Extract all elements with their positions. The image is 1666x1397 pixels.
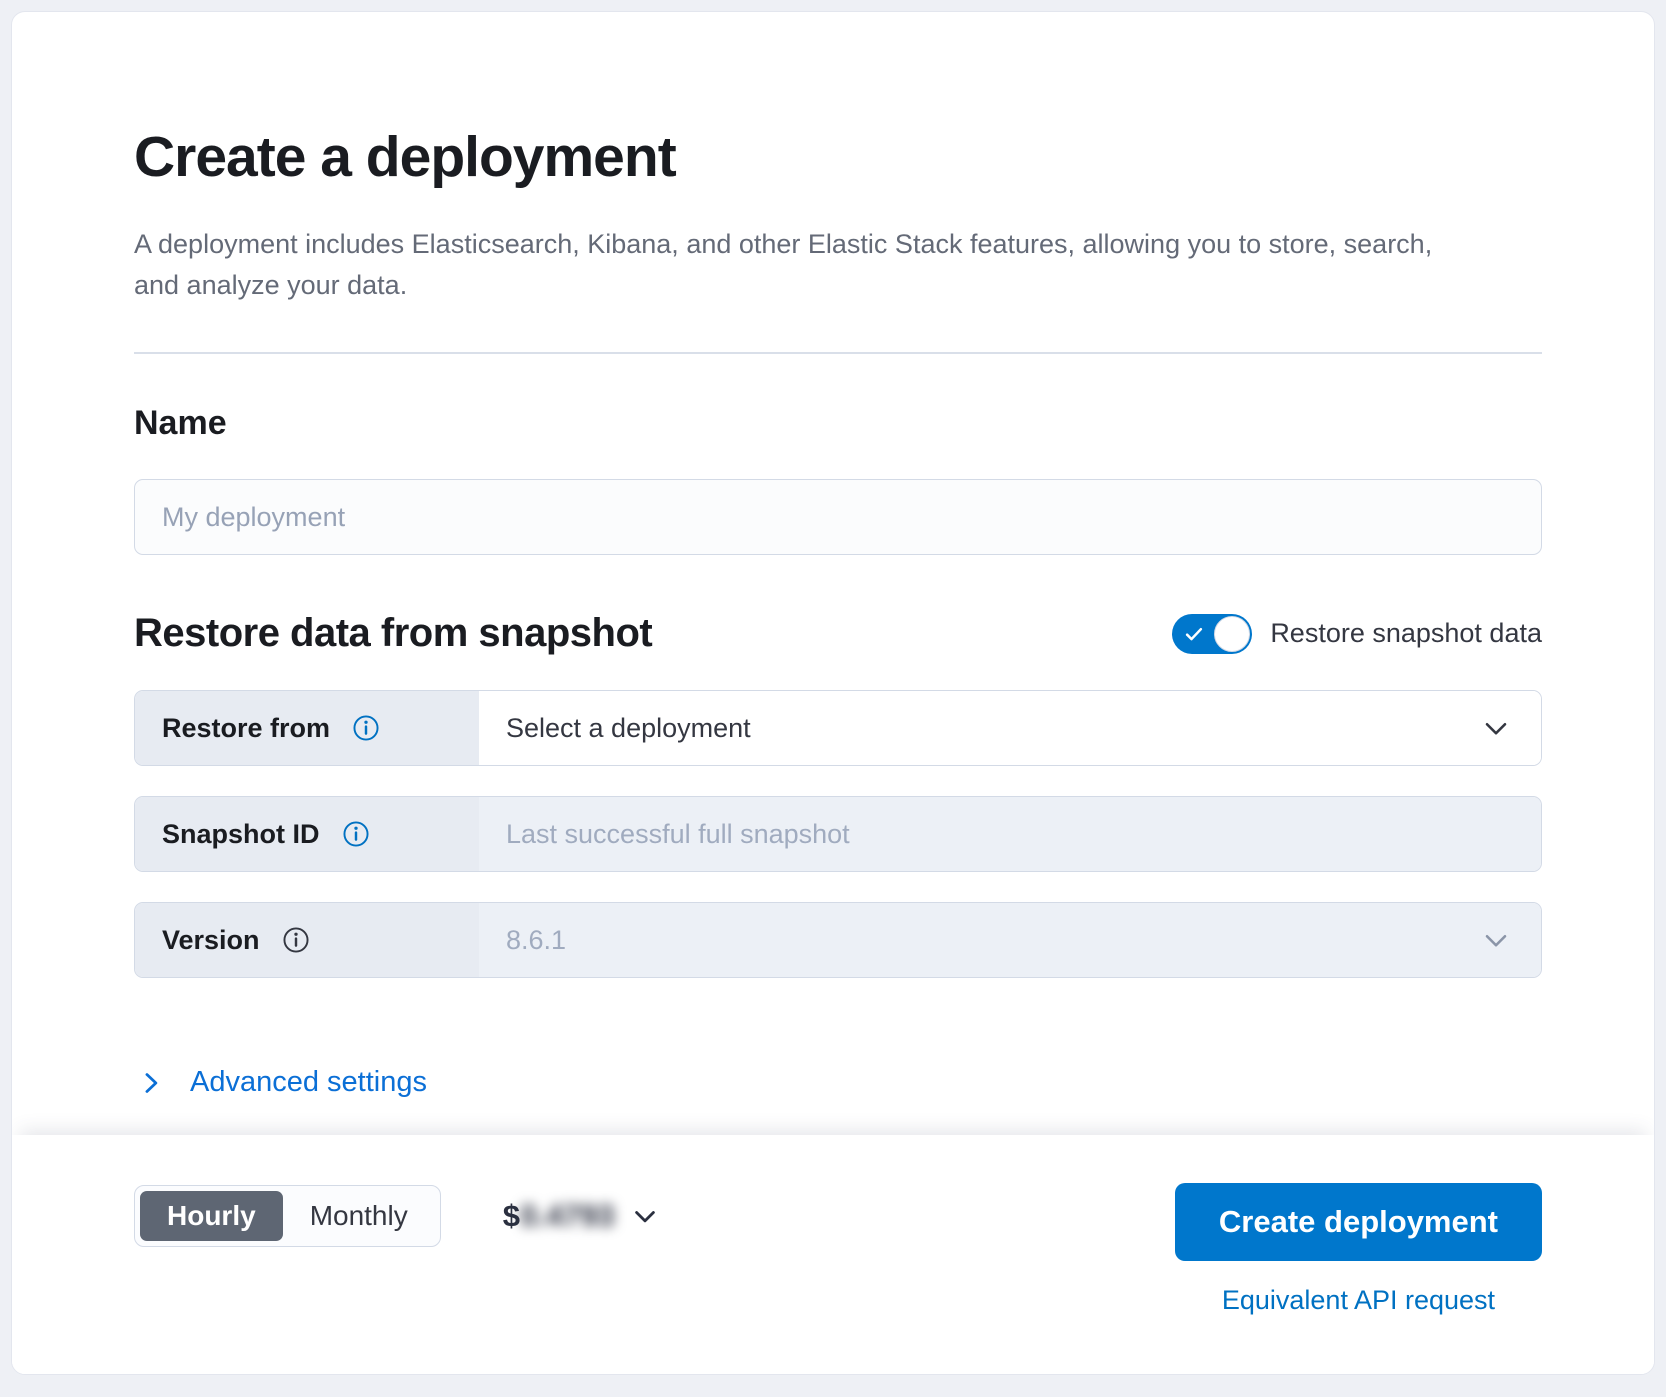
- snapshot-id-row: Snapshot ID Last successful full snapsho…: [134, 796, 1542, 872]
- create-deployment-card: Create a deployment A deployment include…: [11, 11, 1655, 1375]
- price-currency: $: [502, 1198, 520, 1233]
- billing-period-group: Hourly Monthly: [134, 1185, 441, 1247]
- advanced-settings-label: Advanced settings: [190, 1066, 427, 1098]
- price-dropdown[interactable]: $0.4793: [503, 1198, 659, 1234]
- equivalent-api-request-link[interactable]: Equivalent API request: [1221, 1285, 1496, 1315]
- restore-from-label-cell: Restore from: [135, 691, 479, 765]
- price-value: 0.4793: [519, 1198, 615, 1233]
- advanced-settings-link[interactable]: Advanced settings: [138, 1066, 427, 1099]
- chevron-down-icon: [631, 1202, 659, 1230]
- version-row: Version 8.6.1: [134, 902, 1542, 978]
- toggle-knob: [1214, 615, 1251, 652]
- check-icon: [1183, 623, 1205, 645]
- restore-heading: Restore data from snapshot: [134, 611, 653, 655]
- restore-from-label: Restore from: [162, 712, 331, 743]
- snapshot-id-placeholder: Last successful full snapshot: [506, 818, 850, 849]
- restore-from-row: Restore from Select a deployment: [134, 690, 1542, 766]
- snapshot-id-label: Snapshot ID: [162, 818, 320, 849]
- page-title: Create a deployment: [134, 125, 677, 189]
- restore-snapshot-toggle[interactable]: [1172, 613, 1253, 654]
- billing-hourly-button[interactable]: Hourly: [140, 1191, 283, 1241]
- restore-from-value: Select a deployment: [506, 712, 751, 743]
- billing-controls: Hourly Monthly $0.4793: [134, 1185, 659, 1247]
- restore-toggle-wrap: Restore snapshot data: [1172, 613, 1542, 654]
- create-deployment-button[interactable]: Create deployment: [1174, 1183, 1542, 1261]
- snapshot-id-label-cell: Snapshot ID: [135, 797, 479, 871]
- snapshot-id-input[interactable]: Last successful full snapshot: [479, 797, 1541, 871]
- main-content: Create a deployment A deployment include…: [12, 12, 1654, 1135]
- toggle-label: Restore snapshot data: [1270, 618, 1542, 648]
- price: $0.4793: [503, 1198, 615, 1234]
- footer-actions: Create deployment Equivalent API request: [1174, 1183, 1542, 1316]
- version-label: Version: [162, 924, 260, 955]
- version-label-cell: Version: [135, 903, 479, 977]
- divider: [134, 352, 1542, 354]
- version-value: 8.6.1: [506, 924, 567, 955]
- name-heading: Name: [134, 404, 227, 442]
- info-icon[interactable]: [342, 820, 370, 848]
- version-select[interactable]: 8.6.1: [479, 903, 1541, 977]
- deployment-name-input[interactable]: [134, 479, 1542, 555]
- info-icon[interactable]: [352, 714, 380, 742]
- restore-from-select[interactable]: Select a deployment: [479, 691, 1541, 765]
- billing-monthly-button[interactable]: Monthly: [283, 1191, 435, 1241]
- chevron-down-icon: [1481, 925, 1511, 955]
- restore-section-header: Restore data from snapshot Restore snaps…: [134, 611, 1542, 656]
- page-subtitle: A deployment includes Elasticsearch, Kib…: [134, 229, 1433, 300]
- chevron-right-icon: [138, 1070, 164, 1096]
- chevron-down-icon: [1481, 713, 1511, 743]
- info-icon[interactable]: [282, 926, 310, 954]
- footer-bar: Hourly Monthly $0.4793 Create deployment…: [12, 1135, 1654, 1374]
